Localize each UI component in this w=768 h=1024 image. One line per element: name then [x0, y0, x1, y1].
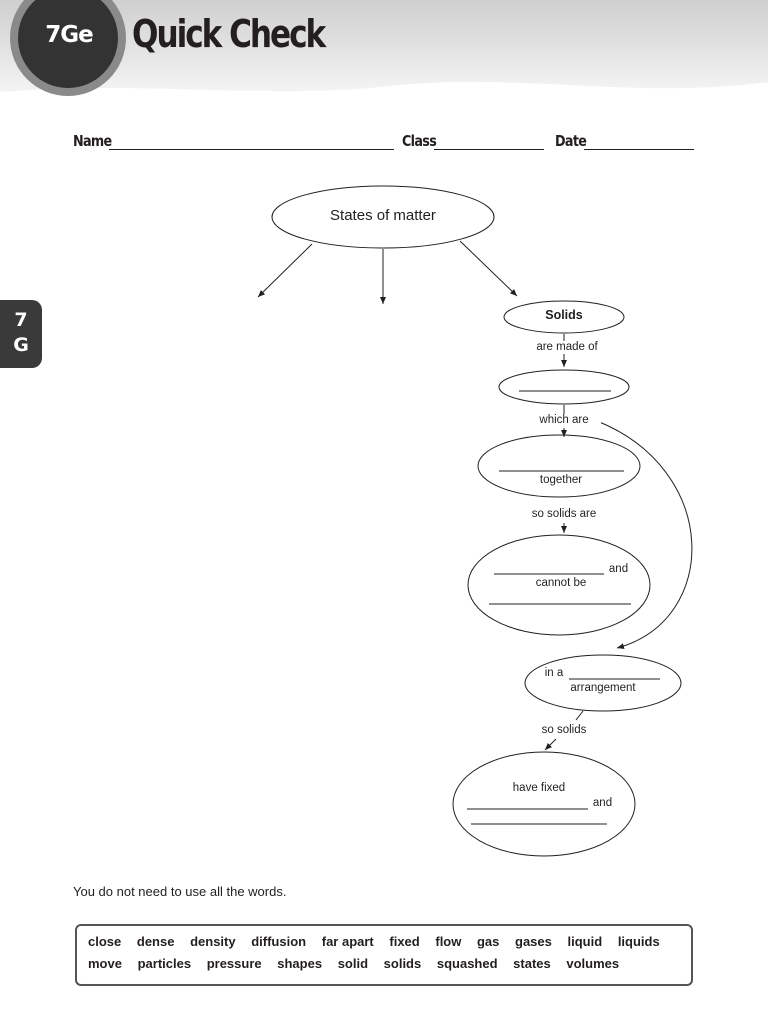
solids-label: Solids [545, 308, 583, 322]
particles-node [498, 369, 630, 405]
together-label: together [539, 474, 583, 486]
date-label: Date [555, 132, 587, 150]
word: liquid [567, 934, 603, 949]
word: far apart [321, 934, 374, 949]
root-node [271, 185, 495, 249]
word: fixed [389, 934, 420, 949]
root-label: States of matter [330, 207, 436, 224]
word: solid [337, 956, 369, 971]
word: squashed [436, 956, 498, 971]
word-bank-row-1: close dense density diffusion far apart … [88, 934, 672, 949]
node5-have-fixed: have fixed [512, 782, 566, 794]
word: gas [476, 934, 500, 949]
solids-node [503, 300, 625, 334]
word: liquids [617, 934, 660, 949]
node3-and: and [608, 563, 629, 575]
link-which-are: which are [527, 414, 601, 426]
link-so-solids-are: so solids are [519, 508, 609, 520]
unit-badge: 7Ge [45, 22, 93, 48]
arrangement-node [524, 654, 682, 712]
node5-and: and [592, 797, 613, 809]
arrangement-close-node [477, 434, 641, 498]
word: solids [383, 956, 422, 971]
name-label: Name [73, 132, 112, 150]
class-field[interactable] [434, 149, 544, 150]
word: dense [136, 934, 175, 949]
arrow-left [257, 243, 313, 298]
fixed-node [452, 751, 636, 857]
side-tab: 7 G [0, 300, 42, 368]
class-label: Class [402, 132, 437, 150]
link-are-made-of: are made of [517, 341, 617, 353]
date-field[interactable] [584, 149, 694, 150]
side-tab-line1: 7 [14, 309, 28, 331]
word: particles [137, 956, 192, 971]
page-title: Quick Check [132, 12, 326, 56]
link-so-solids: so solids [529, 724, 599, 736]
node4-suffix: arrangement [570, 682, 636, 694]
word: flow [435, 934, 462, 949]
word: shapes [277, 956, 323, 971]
word: diffusion [251, 934, 307, 949]
word: close [88, 934, 122, 949]
word-bank: close dense density diffusion far apart … [75, 924, 693, 986]
side-tab-line2: G [13, 334, 29, 356]
word: density [190, 934, 236, 949]
word: pressure [206, 956, 262, 971]
word: volumes [566, 956, 620, 971]
arrow-right [459, 240, 518, 297]
word-bank-row-2: move particles pressure shapes solid sol… [88, 956, 631, 971]
word: states [513, 956, 551, 971]
properties-node [467, 534, 651, 636]
node4-prefix: in a [544, 667, 564, 679]
word: move [88, 956, 122, 971]
instructions: You do not need to use all the words. [73, 884, 287, 899]
curved-arrow [596, 420, 693, 650]
word: gases [515, 934, 552, 949]
header-banner [0, 0, 768, 96]
node3-cannot-be: cannot be [535, 577, 587, 589]
name-field[interactable] [109, 149, 394, 150]
